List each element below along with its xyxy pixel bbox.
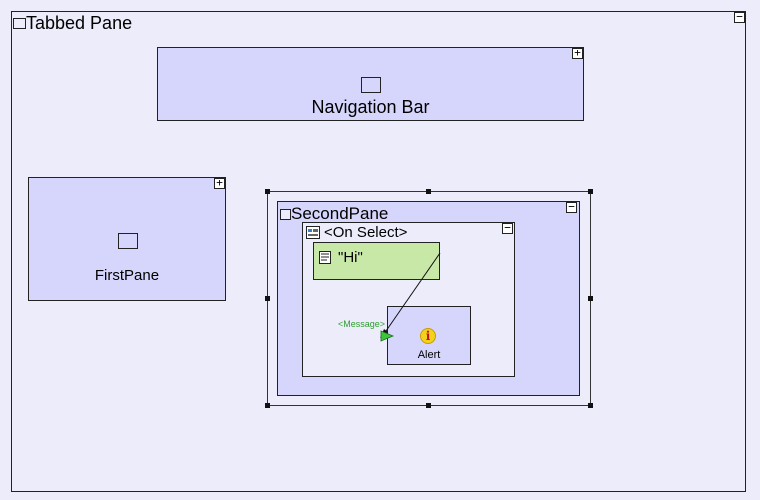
second-pane-title: SecondPane [291,204,389,223]
selection-handle[interactable] [588,403,593,408]
selection-handle[interactable] [588,189,593,194]
string-node-icon [319,251,331,264]
navigation-bar-title: Navigation Bar [311,97,430,117]
navigation-bar-pane[interactable]: + Navigation Bar [157,47,584,121]
tabbed-pane-collapse-button[interactable]: − [734,11,745,23]
selection-handle[interactable] [265,403,270,408]
tabbed-pane-title: Tabbed Pane [26,13,133,33]
hi-string-node[interactable]: "Hi" [313,242,440,280]
navigation-bar-icon [361,77,381,93]
hi-string-text: "Hi" [338,249,363,266]
first-pane-icon [118,233,138,249]
selection-handle[interactable] [426,403,431,408]
first-pane[interactable]: + FirstPane [28,177,226,301]
selection-handle[interactable] [265,189,270,194]
selection-handle[interactable] [265,296,270,301]
alert-node[interactable]: i Alert [387,306,471,365]
navigation-bar-expand-button[interactable]: + [572,47,583,59]
on-select-title: <On Select> [324,224,408,241]
first-pane-title: FirstPane [94,267,160,284]
first-pane-expand-button[interactable]: + [214,177,225,189]
selection-handle[interactable] [426,189,431,194]
on-select-collapse-button[interactable]: − [502,222,513,234]
second-pane-icon [280,209,291,220]
selection-handle[interactable] [588,296,593,301]
alert-label: Alert [417,349,441,361]
info-icon: i [420,328,436,344]
connector-label: <Message> [338,319,386,329]
second-pane-collapse-button[interactable]: − [566,201,577,213]
tabbed-pane-icon [13,18,26,29]
event-icon [306,226,320,239]
